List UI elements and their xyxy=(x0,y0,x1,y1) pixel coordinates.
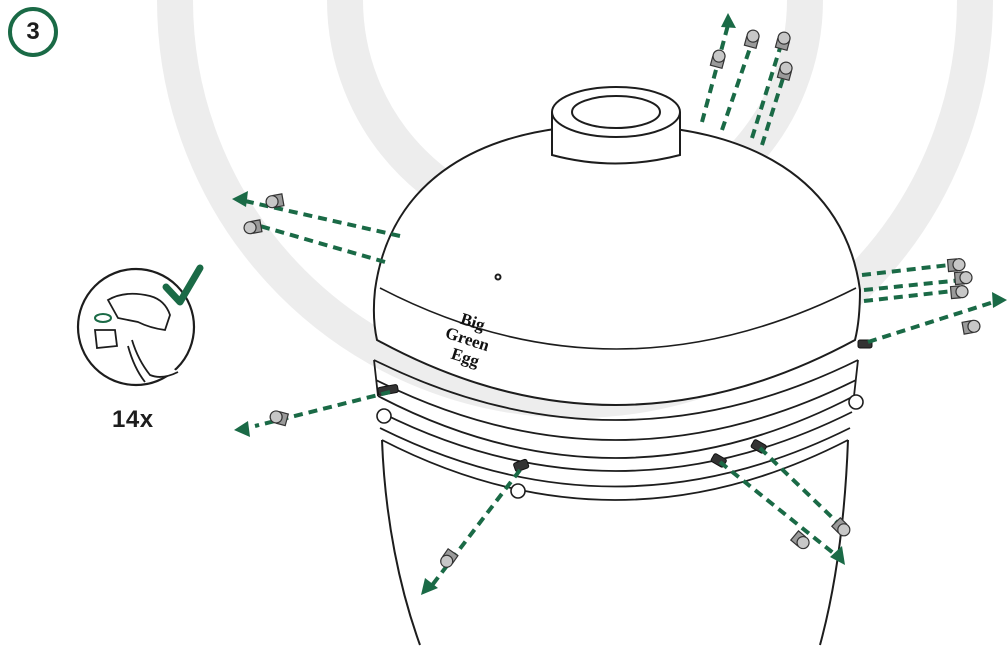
cap-nut-icon xyxy=(774,31,791,52)
cap-nut-icon xyxy=(243,219,263,235)
cap-nut-icon xyxy=(269,410,290,427)
removal-arrows xyxy=(232,13,1007,595)
bolt-stud xyxy=(513,458,530,473)
unscrew-instruction-inset xyxy=(76,264,204,387)
removal-arrow-icon xyxy=(992,292,1007,308)
cap-nut-icon xyxy=(776,61,793,82)
removal-arrow-icon xyxy=(830,546,845,565)
cap-nut-icon xyxy=(961,319,981,335)
cap-nut-icon xyxy=(709,49,726,70)
cap-nut-icon xyxy=(265,193,285,209)
removal-arrow-icon xyxy=(421,578,438,595)
cap-nut-icon xyxy=(953,271,973,286)
removal-arrow-icon xyxy=(234,421,250,437)
checkmark-icon xyxy=(162,264,204,306)
grill-dome xyxy=(372,123,862,406)
cap-nuts xyxy=(243,29,981,568)
removal-arrow-icon xyxy=(232,191,248,207)
cap-nut-icon xyxy=(830,516,851,537)
cap-nut-icon xyxy=(946,258,966,273)
cap-nut-icon xyxy=(743,29,760,50)
removal-arrow-icon xyxy=(721,13,736,28)
band-hinge-knobs xyxy=(376,394,864,499)
cap-nut-icon xyxy=(440,547,459,568)
nut-count-label: 14x xyxy=(112,406,154,433)
cap-nut-icon xyxy=(949,285,969,300)
step-number: 3 xyxy=(26,18,40,45)
removal-paths xyxy=(244,24,1001,590)
cap-nut-icon xyxy=(789,530,810,550)
chimney-vent xyxy=(551,86,681,165)
hand-unscrew-icon xyxy=(76,267,196,387)
step-number-badge: 3 xyxy=(8,7,58,57)
